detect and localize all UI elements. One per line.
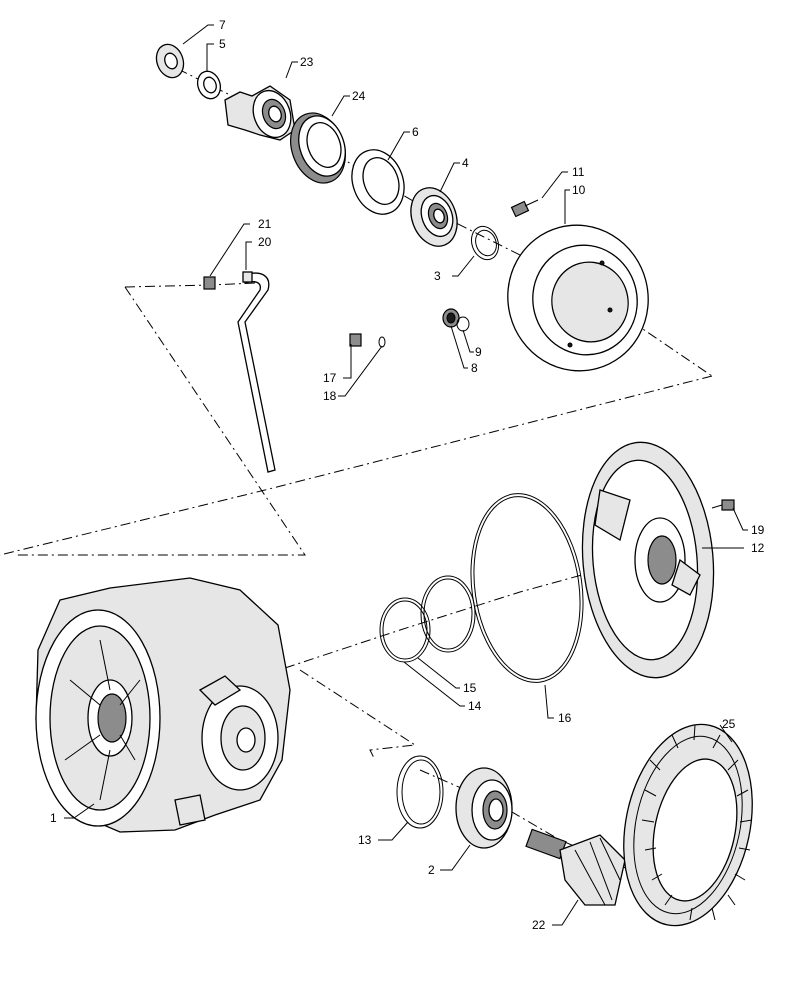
callout-13: 13	[358, 833, 372, 847]
part-14-o-ring	[379, 597, 431, 663]
part-15-o-ring	[420, 575, 476, 653]
part-2-bearing	[455, 767, 513, 849]
part-20-tube	[237, 271, 276, 473]
part-18-washer	[378, 336, 386, 348]
callout-15: 15	[463, 681, 477, 695]
callout-labels: 7 5 23 24 6 4 11 10 21 20 3 9 8 17 18 19…	[50, 18, 765, 932]
part-16-o-ring	[470, 493, 584, 683]
callout-25: 25	[722, 717, 736, 731]
part-21-fitting	[203, 276, 216, 290]
part-11-bolt	[510, 199, 539, 218]
part-8-plug	[442, 308, 460, 328]
callout-21: 21	[258, 217, 272, 231]
part-12-cover-plate	[581, 441, 715, 679]
callout-4: 4	[462, 156, 469, 170]
callout-3: 3	[434, 269, 441, 283]
callout-14: 14	[468, 699, 482, 713]
callout-10: 10	[572, 183, 586, 197]
callout-6: 6	[412, 125, 419, 139]
part-10-housing	[507, 224, 649, 372]
callout-2: 2	[428, 863, 435, 877]
part-9-o-ring	[456, 316, 470, 332]
callout-20: 20	[258, 235, 272, 249]
part-4-bearing	[410, 187, 458, 247]
part-1-axle-housing	[35, 577, 291, 833]
part-13-shim-ring	[396, 755, 444, 829]
callout-11: 11	[572, 165, 585, 179]
part-22-pinion	[525, 828, 626, 906]
callout-5: 5	[219, 37, 226, 51]
callout-18: 18	[323, 389, 337, 403]
part-17-fitting	[349, 333, 362, 347]
part-24-seal	[290, 112, 346, 184]
part-6-spacer-ring	[351, 149, 405, 215]
callout-16: 16	[558, 711, 572, 725]
callout-19: 19	[751, 523, 765, 537]
part-5-washer	[196, 70, 222, 100]
part-23-flange	[224, 85, 296, 141]
callout-9: 9	[475, 345, 482, 359]
callout-24: 24	[352, 89, 366, 103]
callout-8: 8	[471, 361, 478, 375]
callout-23: 23	[300, 55, 314, 69]
callout-17: 17	[323, 371, 337, 385]
part-19-bolt	[711, 499, 735, 511]
callout-7: 7	[219, 18, 226, 32]
leader-lines	[64, 24, 748, 926]
callout-1: 1	[50, 811, 57, 825]
part-25-ring-gear	[623, 723, 753, 927]
callout-22: 22	[532, 918, 546, 932]
part-3-snap-ring	[470, 225, 500, 261]
callout-12: 12	[751, 541, 765, 555]
part-7-lock-nut	[155, 43, 185, 79]
